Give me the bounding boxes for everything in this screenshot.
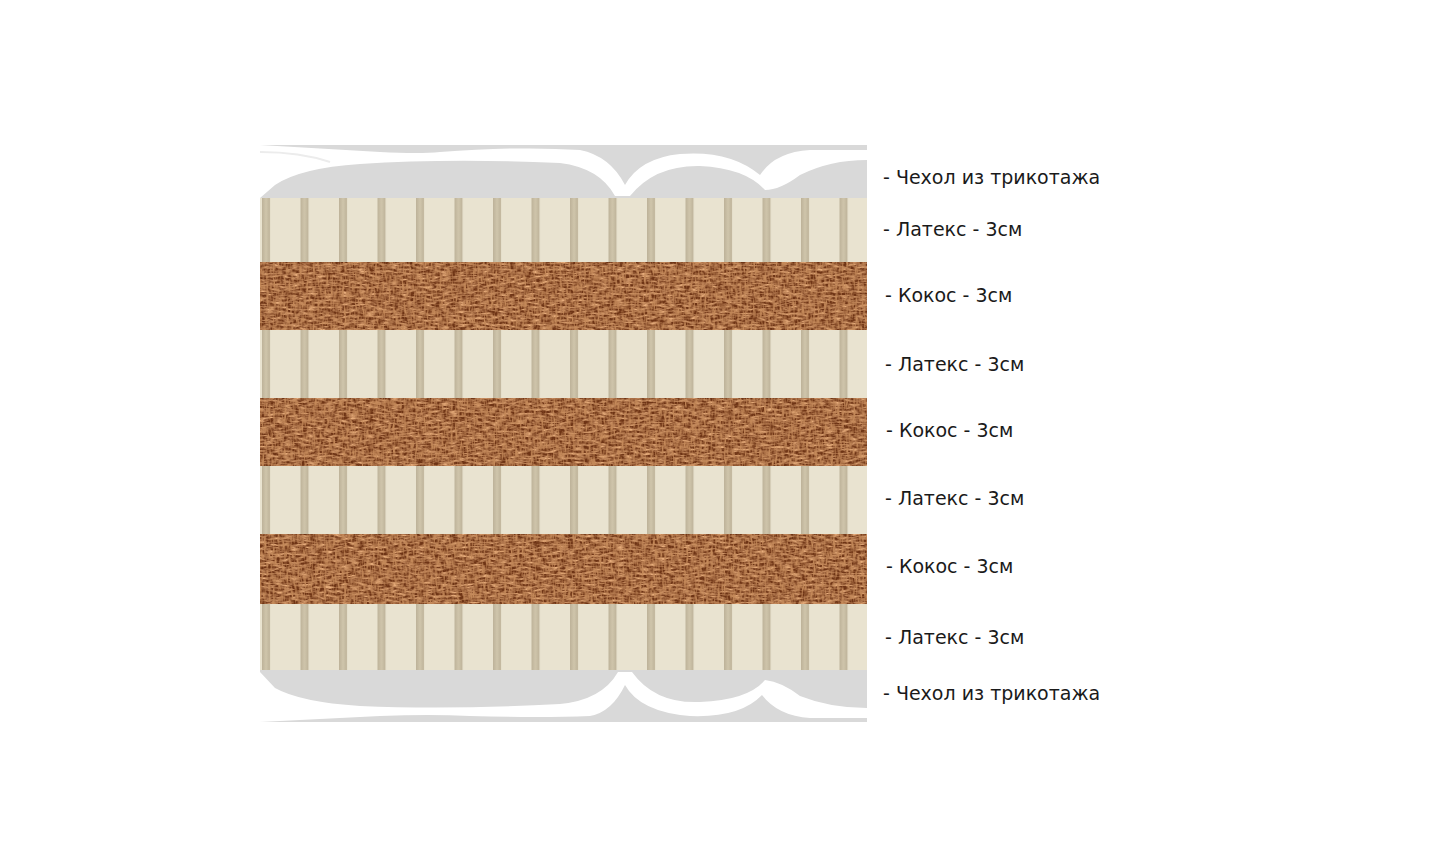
layer-label: - Латекс - 3см [883, 218, 1022, 241]
coconut-layer [260, 398, 867, 466]
latex-layer [260, 330, 867, 398]
knit-cover [260, 145, 867, 198]
layer-label: - Кокос - 3см [885, 284, 1012, 307]
coconut-layer [260, 534, 867, 604]
layer-label: - Кокос - 3см [886, 555, 1013, 578]
layer-label: - Латекс - 3см [885, 626, 1024, 649]
latex-layer [260, 198, 867, 262]
layer-label: - Латекс - 3см [885, 487, 1024, 510]
coconut-layer [260, 262, 867, 330]
knit-cover [260, 670, 867, 722]
layer-label: - Чехол из трикотажа [883, 166, 1100, 189]
layer-label: - Кокос - 3см [886, 419, 1013, 442]
latex-layer [260, 604, 867, 670]
layer-label: - Латекс - 3см [885, 353, 1024, 376]
latex-layer [260, 466, 867, 534]
layer-label: - Чехол из трикотажа [883, 682, 1100, 705]
